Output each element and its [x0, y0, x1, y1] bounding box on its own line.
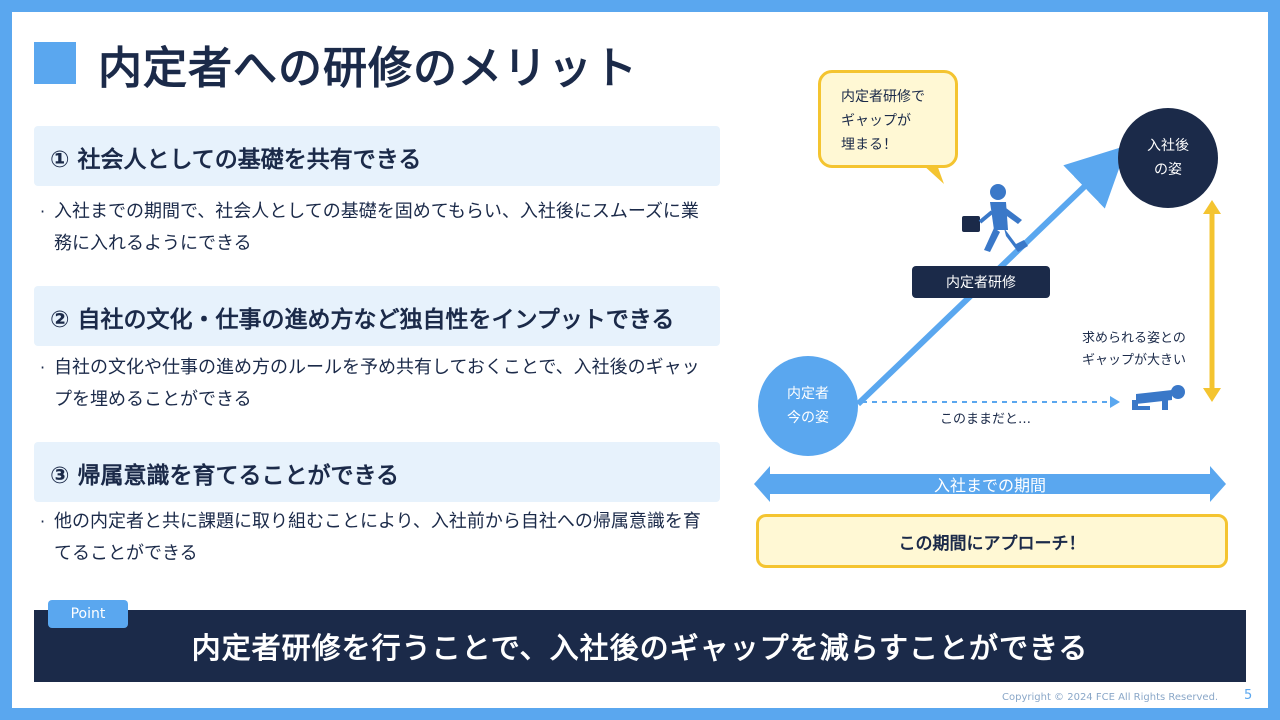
bubble-text: 内定者研修で ギャップが 埋まる！ — [841, 89, 925, 153]
bullet-icon: · — [40, 512, 46, 531]
gap-text: 求められる姿との ギャップが大きい — [1082, 331, 1187, 368]
training-label: 内定者研修 — [912, 266, 1050, 298]
point-2-desc: 自社の文化や仕事の進め方のルールを予め共有しておくことで、入社後のギャップを埋め… — [54, 357, 700, 410]
bullet-icon: · — [40, 202, 46, 221]
point-2-box: ② 自社の文化・仕事の進め方など独自性をインプットできる — [34, 286, 720, 346]
period-label: 入社までの期間 — [933, 476, 1046, 495]
point-1-desc: 入社までの期間で、社会人としての基礎を固めてもらい、入社後にスムーズに業務に入れ… — [54, 201, 699, 254]
summary-band: 内定者研修を行うことで、入社後のギャップを減らすことができる — [34, 610, 1246, 682]
point-3-desc-block: · 他の内定者と共に課題に取り組むことにより、入社前から自社への帰属意識を育てる… — [40, 506, 704, 570]
copyright: Copyright © 2024 FCE All Rights Reserved… — [1002, 692, 1219, 703]
point-1-heading: ① 社会人としての基礎を共有できる — [50, 147, 422, 173]
title-square-icon — [34, 42, 76, 84]
speech-bubble: 内定者研修で ギャップが 埋まる！ — [818, 70, 958, 168]
after-joining-circle: 入社後 の姿 — [1118, 108, 1218, 208]
running-person-icon — [962, 184, 1028, 252]
gap-diagram — [754, 145, 1226, 502]
gap-arrow-bottom — [1203, 388, 1221, 402]
point-3-box: ③ 帰属意識を育てることができる — [34, 442, 720, 502]
point-tag: Point — [48, 600, 128, 628]
stagnation-text: このままだと… — [940, 412, 1032, 427]
current-state-circle: 内定者 今の姿 — [758, 356, 858, 456]
point-2-heading: ② 自社の文化・仕事の進め方など独自性をインプットできる — [50, 307, 675, 333]
page-title: 内定者への研修のメリット — [98, 43, 638, 94]
point-2-desc-block: · 自社の文化や仕事の進め方のルールを予め共有しておくことで、入社後のギャップを… — [40, 352, 704, 416]
gap-arrow-top — [1203, 200, 1221, 214]
slide: 内定者への研修のメリット ① 社会人としての基礎を共有できる · 入社までの期間… — [12, 12, 1268, 708]
point-1-desc-block: · 入社までの期間で、社会人としての基礎を固めてもらい、入社後にスムーズに業務に… — [40, 196, 704, 260]
summary-text: 内定者研修を行うことで、入社後のギャップを減らすことができる — [191, 631, 1089, 665]
bullet-icon: · — [40, 358, 46, 377]
point-3-desc: 他の内定者と共に課題に取り組むことにより、入社前から自社への帰属意識を育てること… — [54, 511, 701, 564]
page-number: 5 — [1244, 688, 1253, 703]
period-double-arrow — [754, 466, 1226, 502]
point-3-heading: ③ 帰属意識を育てることができる — [50, 463, 400, 489]
point-1-box: ① 社会人としての基礎を共有できる — [34, 126, 720, 186]
approach-box: この期間にアプローチ！ — [756, 514, 1228, 568]
crawling-person-icon — [1132, 385, 1185, 410]
stagnation-arrowhead — [1110, 396, 1120, 408]
